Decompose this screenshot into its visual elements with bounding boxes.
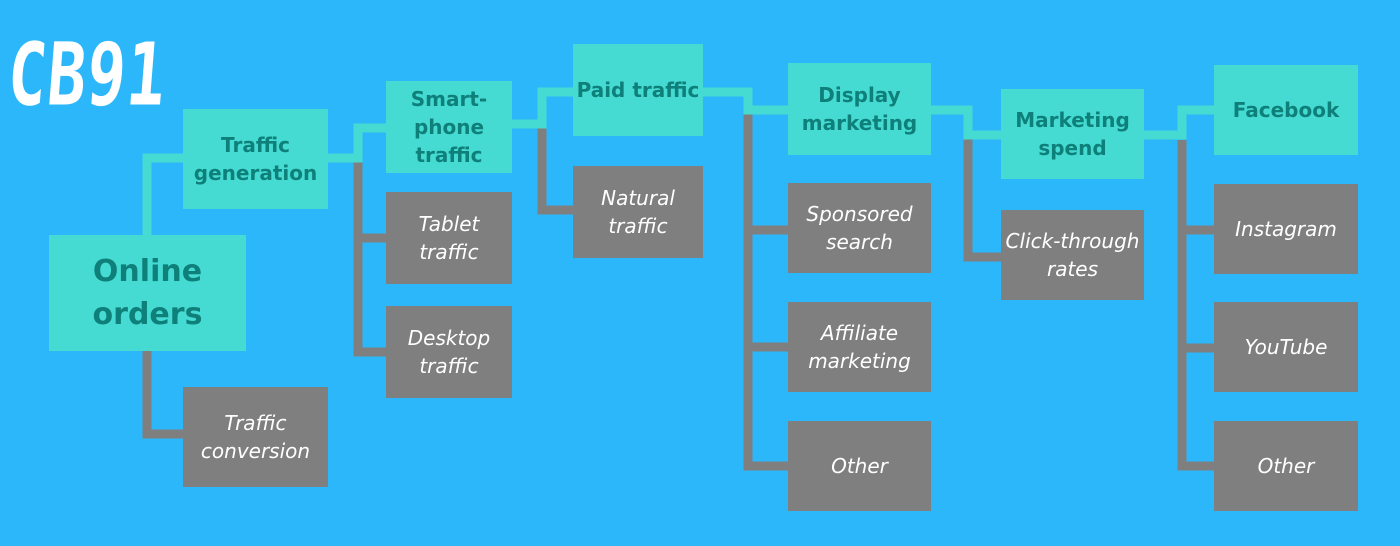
node-sponsored-search: Sponsored search [788, 183, 931, 273]
node-paid-traffic: Paid traffic [573, 44, 703, 136]
node-tablet-traffic: Tablet traffic [386, 192, 512, 284]
node-online-orders: Online orders [49, 235, 246, 351]
node-traffic-conversion: Traffic conversion [183, 387, 328, 487]
connector-facebook-children [1177, 140, 1214, 471]
node-facebook: Facebook [1214, 65, 1358, 155]
connector-orders-conversion [142, 350, 183, 439]
connector-smartphone-paid [512, 87, 573, 129]
connector-generation-smartphone [328, 123, 386, 163]
cb91-logo: CB91 [4, 26, 171, 126]
node-youtube: YouTube [1214, 302, 1358, 392]
node-natural-traffic: Natural traffic [573, 166, 703, 258]
node-traffic-generation: Traffic generation [183, 109, 328, 209]
node-display-marketing: Display marketing [788, 63, 931, 155]
connector-orders-generation [142, 153, 183, 236]
connector-spend-ctr [963, 135, 1001, 262]
connector-display-children [743, 100, 788, 471]
connector-paid-natural [537, 95, 573, 215]
node-click-through-rates: Click-through rates [1001, 210, 1144, 300]
node-affiliate-marketing: Affiliate marketing [788, 302, 931, 392]
node-display-other: Other [788, 421, 931, 511]
connector-smartphone-children [353, 160, 386, 357]
node-desktop-traffic: Desktop traffic [386, 306, 512, 398]
connector-spend-facebook [1144, 105, 1214, 140]
node-marketing-spend: Marketing spend [1001, 89, 1144, 179]
node-social-other: Other [1214, 421, 1358, 511]
node-smartphone-traffic: Smart- phone traffic [386, 81, 512, 173]
connector-paid-display [703, 87, 788, 115]
connector-display-spend [931, 105, 1001, 140]
node-instagram: Instagram [1214, 184, 1358, 274]
